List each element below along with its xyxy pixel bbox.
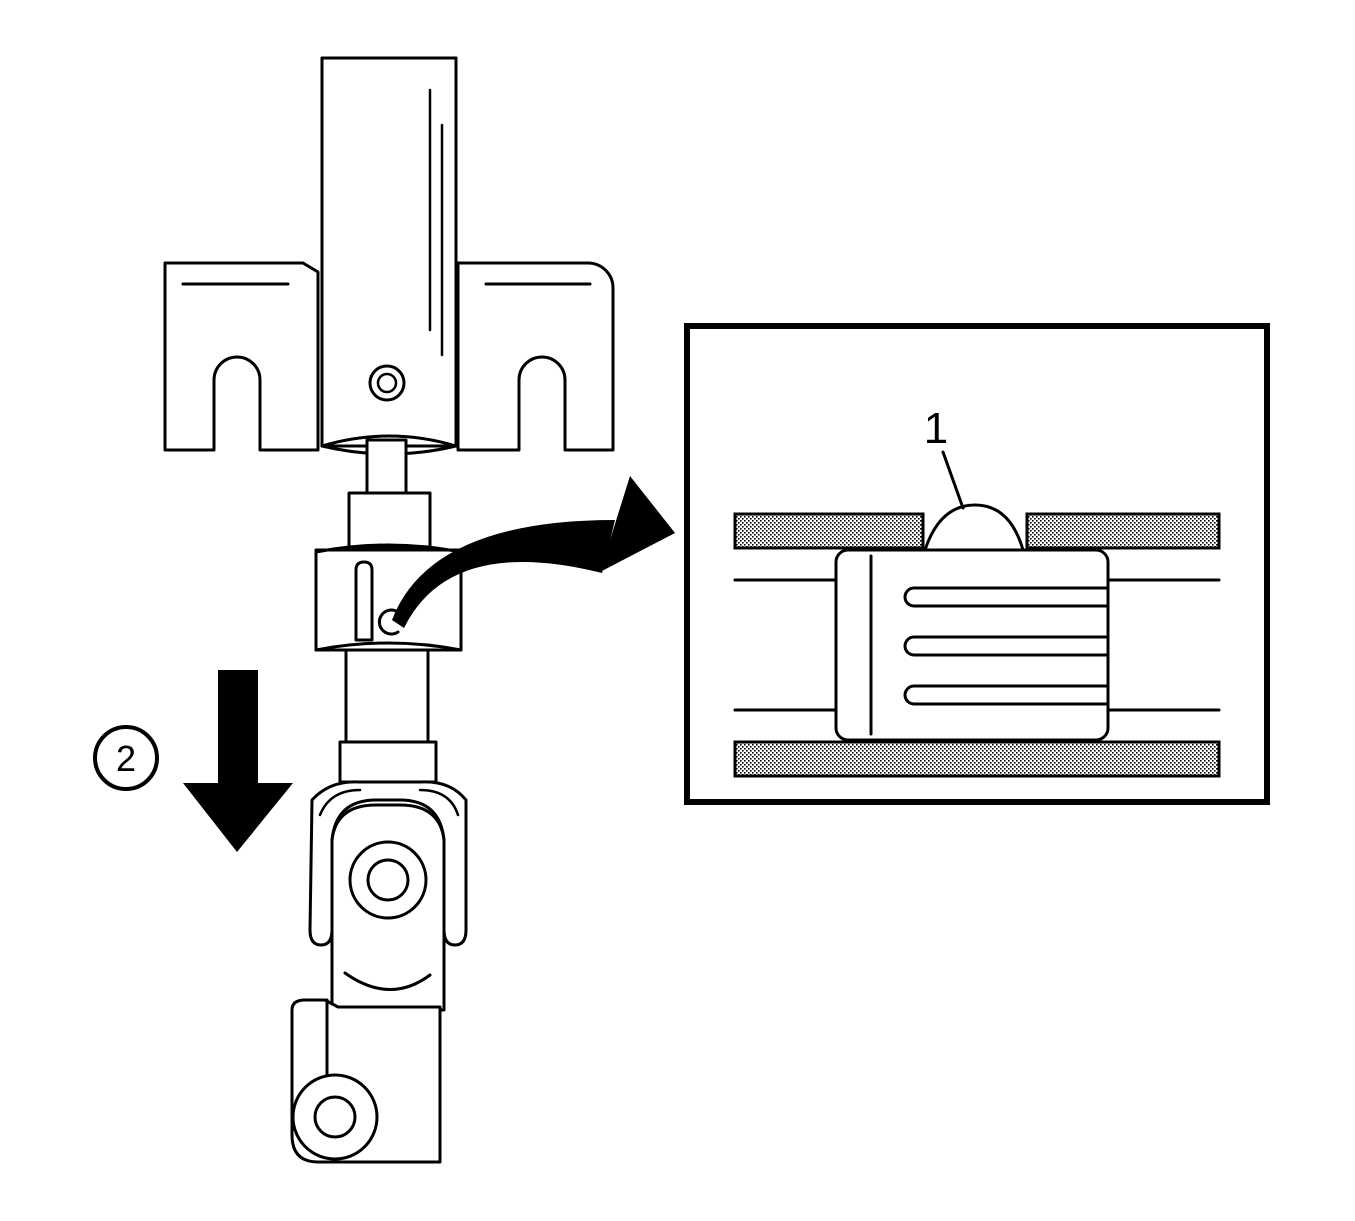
rivet-icon xyxy=(368,364,406,402)
callout-2: 2 xyxy=(93,725,159,791)
mounting-bracket xyxy=(163,261,615,452)
intermediate-shaft xyxy=(314,438,463,784)
locking-tab xyxy=(834,548,1110,742)
callout-2-label: 2 xyxy=(116,738,136,779)
detail-view: 1 xyxy=(684,323,1270,805)
downward-arrow-icon xyxy=(183,670,293,852)
detail-pointer-arrow-icon xyxy=(392,476,675,628)
detent-ball xyxy=(923,503,1025,552)
steering-column-tube xyxy=(320,56,458,456)
callout-1-label: 1 xyxy=(924,404,948,453)
release-tab-icon xyxy=(377,608,400,636)
universal-joint xyxy=(290,780,468,1164)
